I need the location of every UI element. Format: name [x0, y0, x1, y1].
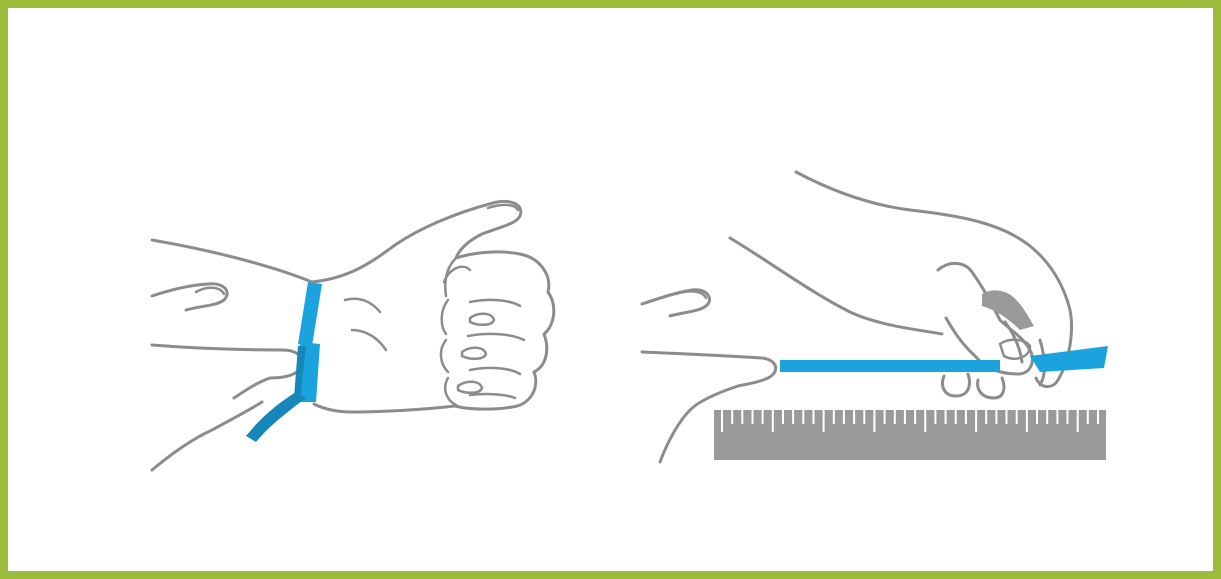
ruler-tick	[934, 410, 936, 424]
ruler-tick	[975, 410, 977, 432]
ruler-tick	[955, 410, 957, 424]
ruler-tick	[945, 410, 947, 424]
ruler-tick	[833, 410, 835, 424]
ruler-tick	[1056, 410, 1058, 424]
ruler-tick	[772, 410, 774, 432]
ruler-tick	[1036, 410, 1038, 424]
ruler-tick	[792, 410, 794, 424]
ruler-tick	[721, 410, 723, 432]
ruler-tick	[884, 410, 886, 424]
ruler-tick	[1097, 410, 1099, 424]
ruler-tick	[813, 410, 815, 424]
measuring-tape-icon	[780, 360, 1000, 372]
ruler-tick	[1087, 410, 1089, 424]
ruler-tick	[873, 410, 875, 432]
ruler-tick	[904, 410, 906, 424]
ruler-tick	[843, 410, 845, 424]
ruler-tick	[965, 410, 967, 424]
ruler-tick	[995, 410, 997, 424]
ruler-tick	[731, 410, 733, 424]
ruler-icon	[714, 410, 1106, 460]
fist-icon	[312, 201, 554, 412]
ruler-tick	[1026, 410, 1028, 432]
ruler-tick	[853, 410, 855, 424]
ruler-tick	[741, 410, 743, 424]
ruler-tick	[985, 410, 987, 424]
forearm-outline-icon	[152, 240, 312, 282]
ruler-tick	[782, 410, 784, 424]
ruler-tick	[1067, 410, 1069, 424]
ruler-tick	[802, 410, 804, 424]
ruler-tick	[894, 410, 896, 424]
right-panel	[642, 172, 1108, 462]
left-panel	[152, 201, 554, 470]
ruler-tick	[1016, 410, 1018, 424]
finger-lines-icon	[441, 258, 524, 405]
ruler-tick	[752, 410, 754, 424]
ruler-tick	[1006, 410, 1008, 424]
hand-icon	[152, 284, 302, 470]
ruler-tick	[924, 410, 926, 432]
ruler-tick	[914, 410, 916, 424]
ruler-tick	[1077, 410, 1079, 432]
ruler-tick	[823, 410, 825, 432]
pinching-hand-icon	[730, 172, 1072, 387]
ruler-tick	[1046, 410, 1048, 424]
ruler-tick	[762, 410, 764, 424]
measuring-tape-icon	[298, 282, 322, 346]
ruler-tick	[863, 410, 865, 424]
